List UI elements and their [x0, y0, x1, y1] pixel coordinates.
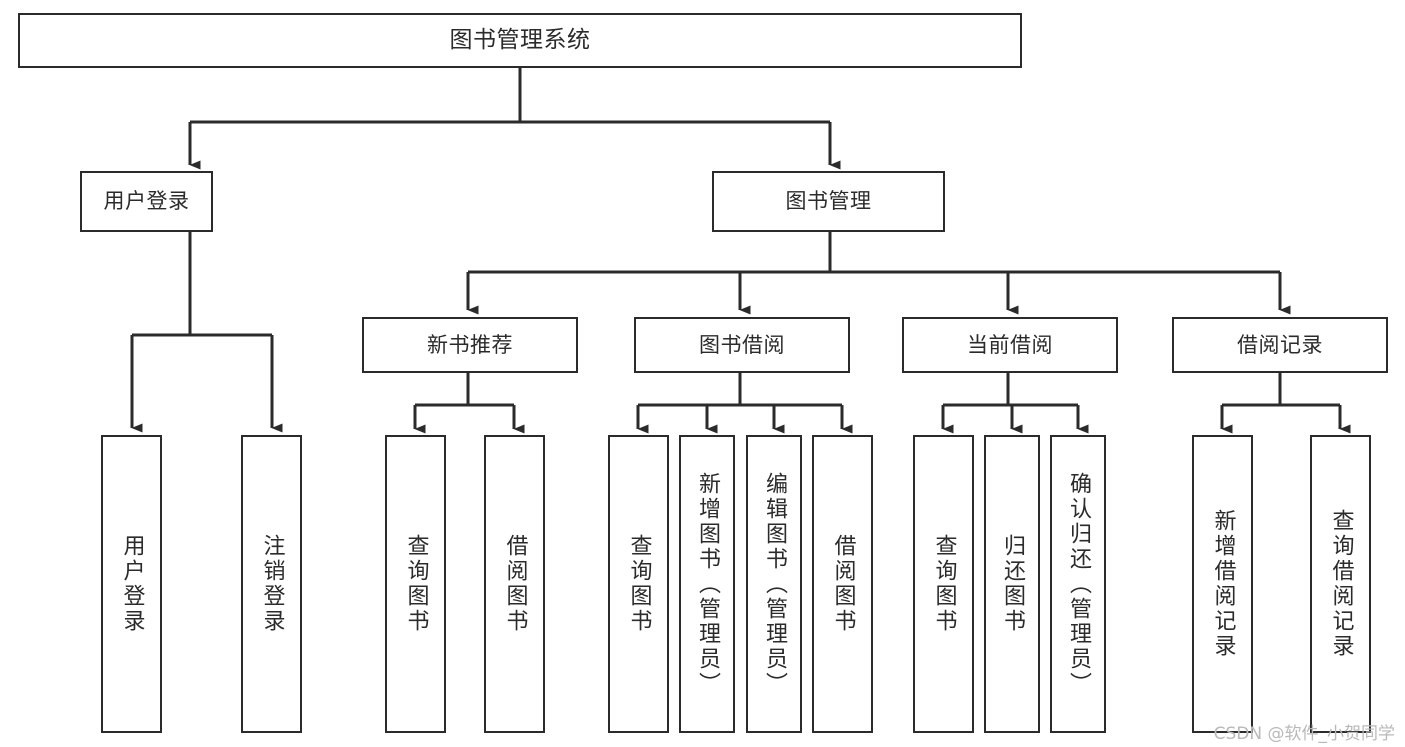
node-book-borrow[interactable]: 图书借阅 — [634, 317, 850, 373]
node-leaf-confirm-return-admin[interactable]: 确认归还（管理员） — [1050, 435, 1106, 733]
node-borrow-record[interactable]: 借阅记录 — [1172, 317, 1388, 373]
node-leaf-borrow-book-1[interactable]: 借阅图书 — [484, 435, 545, 733]
node-borrow-record-label: 借阅记录 — [1237, 332, 1323, 357]
node-user-login-label: 用户登录 — [103, 189, 190, 214]
node-book-management[interactable]: 图书管理 — [712, 171, 945, 232]
node-new-book-recommend[interactable]: 新书推荐 — [362, 317, 578, 373]
node-user-login[interactable]: 用户登录 — [80, 171, 213, 232]
node-leaf-edit-book-admin[interactable]: 编辑图书（管理员） — [746, 435, 802, 733]
node-leaf-query-book-2[interactable]: 查询图书 — [608, 435, 669, 733]
node-leaf-query-borrow-record-label: 查询借阅记录 — [1328, 509, 1354, 659]
node-leaf-add-borrow-record-label: 新增借阅记录 — [1210, 509, 1236, 659]
node-leaf-edit-book-admin-label: 编辑图书（管理员） — [762, 471, 787, 697]
node-leaf-return-book[interactable]: 归还图书 — [984, 435, 1040, 733]
node-leaf-borrow-book-2[interactable]: 借阅图书 — [812, 435, 873, 733]
node-leaf-add-borrow-record[interactable]: 新增借阅记录 — [1192, 435, 1253, 733]
node-new-book-recommend-label: 新书推荐 — [427, 332, 513, 357]
node-leaf-query-book-3[interactable]: 查询图书 — [913, 435, 974, 733]
node-leaf-borrow-book-1-label: 借阅图书 — [502, 534, 528, 634]
node-leaf-query-book-1-label: 查询图书 — [403, 534, 429, 634]
node-leaf-add-book-admin[interactable]: 新增图书（管理员） — [679, 435, 735, 733]
node-leaf-query-book-3-label: 查询图书 — [931, 534, 957, 634]
node-root[interactable]: 图书管理系统 — [18, 13, 1022, 68]
node-leaf-query-borrow-record[interactable]: 查询借阅记录 — [1310, 435, 1371, 733]
node-current-borrow-label: 当前借阅 — [967, 332, 1053, 357]
node-root-label: 图书管理系统 — [449, 26, 591, 53]
node-leaf-borrow-book-2-label: 借阅图书 — [830, 534, 856, 634]
node-leaf-add-book-admin-label: 新增图书（管理员） — [695, 471, 720, 697]
node-book-borrow-label: 图书借阅 — [699, 332, 785, 357]
node-leaf-logout-login[interactable]: 注销登录 — [241, 435, 302, 733]
csdn-watermark: CSDN @软件_小贺同学 — [1213, 724, 1395, 744]
node-book-management-label: 图书管理 — [785, 189, 872, 214]
node-leaf-query-book-2-label: 查询图书 — [626, 534, 652, 634]
node-current-borrow[interactable]: 当前借阅 — [902, 317, 1118, 373]
node-leaf-query-book-1[interactable]: 查询图书 — [385, 435, 446, 733]
node-leaf-user-login[interactable]: 用户登录 — [101, 435, 162, 733]
node-leaf-logout-login-label: 注销登录 — [259, 534, 285, 634]
node-leaf-user-login-label: 用户登录 — [119, 534, 145, 634]
node-leaf-confirm-return-admin-label: 确认归还（管理员） — [1066, 471, 1091, 697]
node-leaf-return-book-label: 归还图书 — [1000, 534, 1025, 634]
